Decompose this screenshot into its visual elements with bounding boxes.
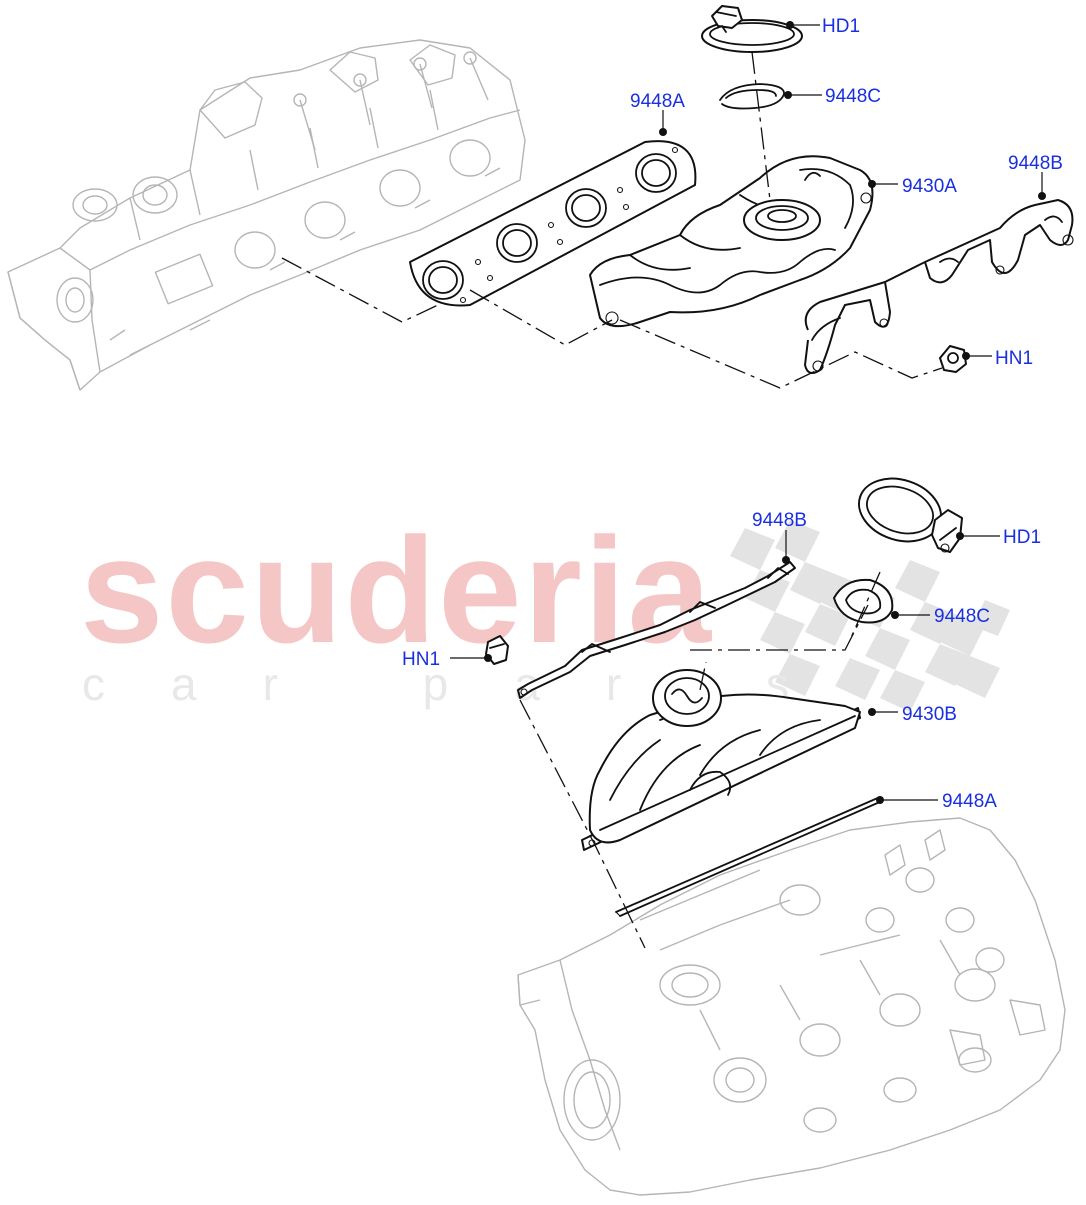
top-gasket-9448a (409, 140, 697, 307)
callout-top-hn1: HN1 (995, 348, 1033, 369)
bottom-manifold-9430b (581, 669, 861, 851)
leader-lines (450, 21, 1046, 804)
bottom-clamp-hd1 (857, 477, 963, 553)
callout-bottom-9448b: 9448B (752, 510, 807, 531)
bottom-heatshield-9448b (517, 561, 796, 699)
top-manifold-9430a (589, 155, 874, 328)
top-cylinder-head (7, 39, 526, 391)
bottom-cylinder-head (517, 817, 1066, 1196)
bottom-assembly-lines (519, 571, 881, 949)
top-nut-hn1 (939, 345, 967, 373)
callout-top-9448b: 9448B (1008, 153, 1063, 174)
callout-bottom-hd1: HD1 (1003, 527, 1041, 548)
callout-top-hd1: HD1 (822, 16, 860, 37)
callout-bottom-9430b: 9430B (902, 704, 957, 725)
callout-bottom-hn1: HN1 (402, 649, 440, 670)
callout-top-9448a: 9448A (630, 91, 685, 112)
callout-top-9448c: 9448C (825, 86, 881, 107)
top-ring-9448c (719, 83, 785, 110)
callout-bottom-9448a: 9448A (942, 791, 997, 812)
watermark-brand: scuderia (80, 506, 713, 674)
bottom-ring-9448c (833, 578, 894, 624)
callout-bottom-9448c: 9448C (934, 606, 990, 627)
callout-labels: HD1 9448C 9448A 9430A 9448B HN1 9448B HD… (402, 16, 1063, 812)
callout-top-9430a: 9430A (902, 176, 957, 197)
top-clamp-hd1 (701, 5, 803, 53)
top-heatshield-9448b (804, 199, 1074, 375)
top-assembly-lines (281, 51, 943, 389)
